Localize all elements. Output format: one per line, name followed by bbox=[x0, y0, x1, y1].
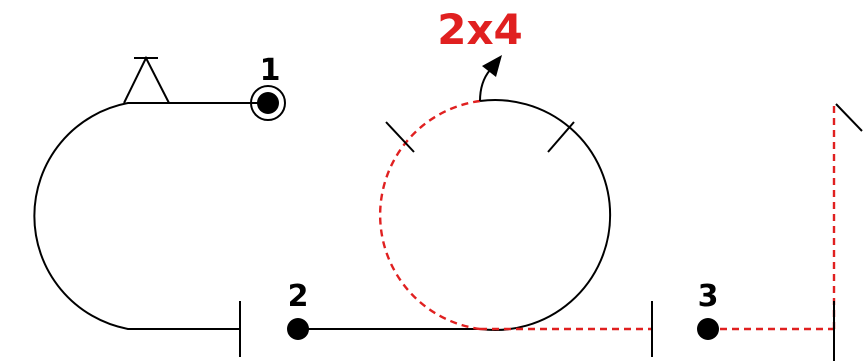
right-dashed-path bbox=[480, 103, 863, 361]
arrow-head-icon bbox=[482, 55, 502, 77]
node-1-label: 1 bbox=[260, 53, 281, 88]
tick-mark-left bbox=[385, 121, 415, 153]
node-2-label: 2 bbox=[288, 279, 309, 314]
node-1: 1 bbox=[250, 53, 286, 121]
left-loop bbox=[33, 55, 265, 357]
node-1-dot bbox=[257, 92, 279, 114]
node-3: 3 bbox=[697, 279, 719, 340]
left-loop-curve bbox=[33, 102, 265, 330]
triangle-symbol bbox=[123, 55, 170, 104]
repeat-count-label: 2x4 bbox=[437, 5, 523, 54]
node-2: 2 bbox=[287, 279, 309, 340]
middle-loop-solid-path bbox=[298, 99, 612, 331]
middle-loop bbox=[298, 99, 612, 331]
tick-mark-right bbox=[547, 121, 575, 153]
node-3-dot bbox=[697, 318, 719, 340]
node-1-ring bbox=[250, 85, 286, 121]
direction-arrow bbox=[479, 55, 502, 102]
node-3-label: 3 bbox=[698, 279, 719, 314]
arrow-shaft bbox=[479, 69, 491, 102]
middle-loop-dashed-path bbox=[378, 99, 481, 331]
right-diagonal-stroke bbox=[835, 103, 863, 132]
